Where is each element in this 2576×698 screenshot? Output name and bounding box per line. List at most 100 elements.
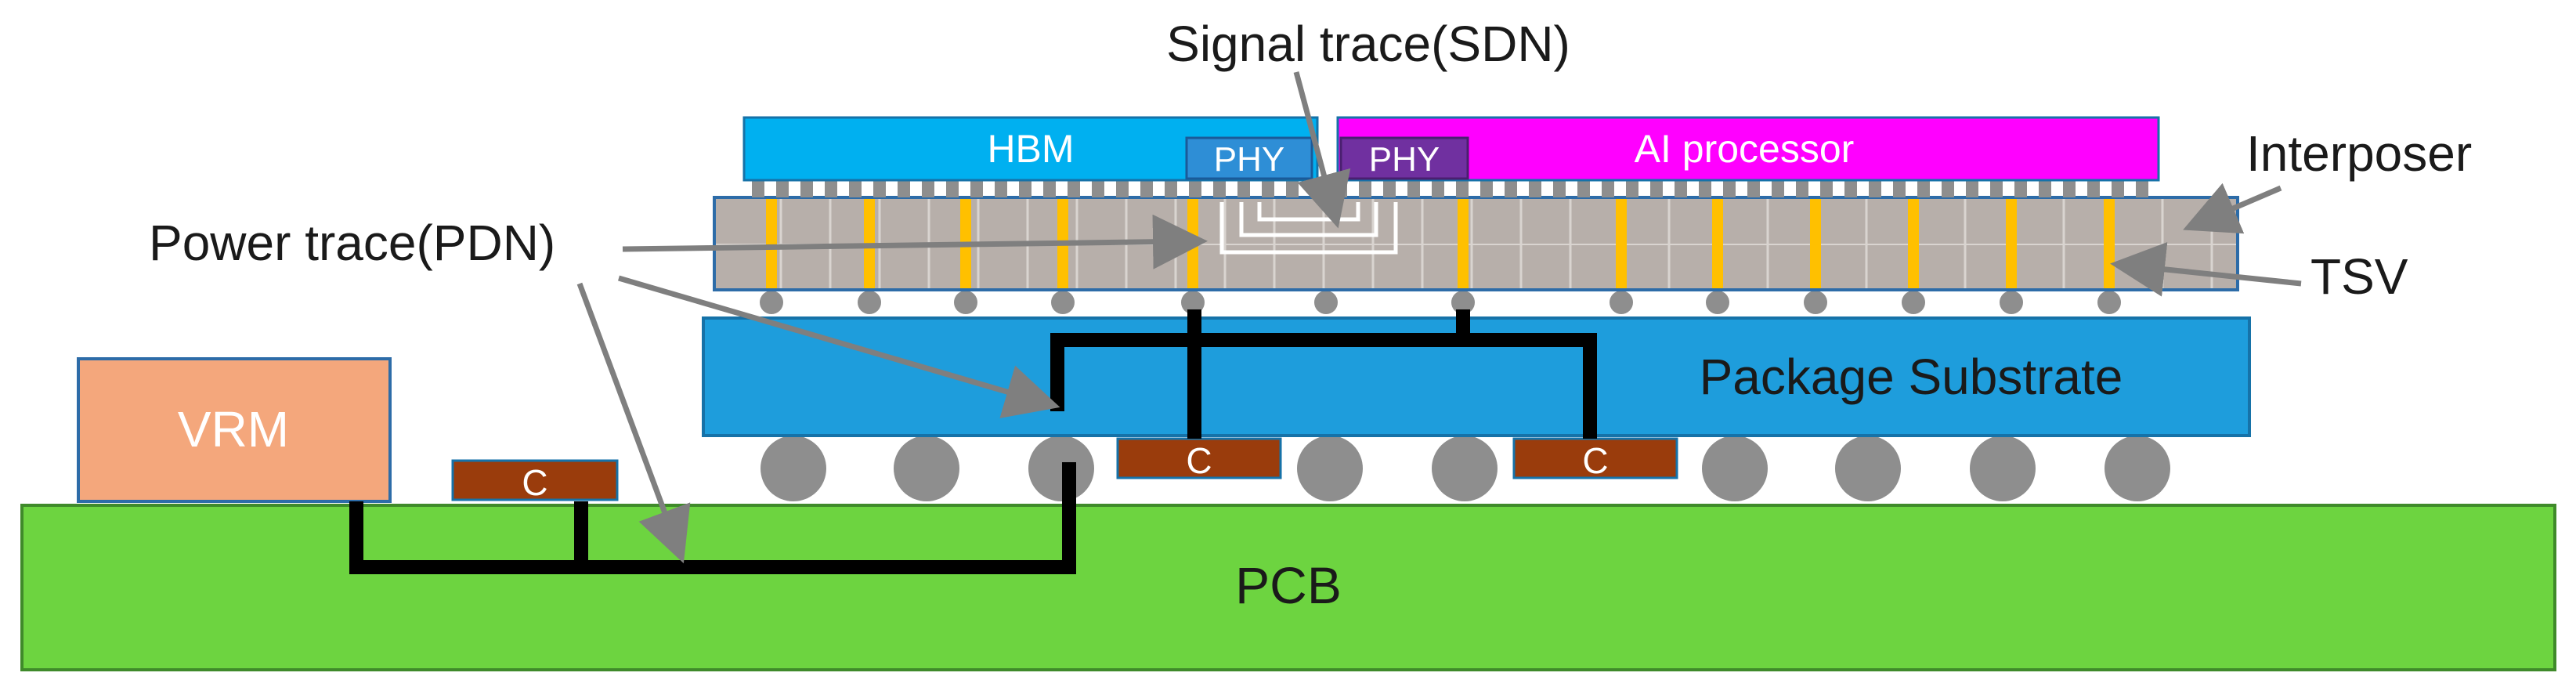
phy-ai [1339, 136, 1469, 180]
arrow-power-trace-interposer [622, 214, 1208, 269]
micro-bump [970, 180, 983, 197]
micro-bump [1359, 180, 1371, 197]
phy-hbm [1185, 136, 1313, 180]
micro-bump [1966, 180, 1978, 197]
micro-bump [1917, 180, 1930, 197]
micro-bump [1602, 180, 1614, 197]
micro-bump [1553, 180, 1566, 197]
micro-bump [1650, 180, 1663, 197]
c4-bump [2000, 291, 2023, 314]
arrow-tsv [2110, 242, 2302, 297]
micro-bump [1213, 180, 1226, 197]
solder-ball [894, 436, 959, 501]
tsv [2104, 199, 2115, 288]
micro-bump [1140, 180, 1153, 197]
micro-bump [1844, 180, 1857, 197]
arrow-signal-trace [1293, 71, 1351, 229]
solder-balls [761, 436, 2170, 501]
micro-bump [1043, 180, 1056, 197]
micro-bump [1383, 180, 1396, 197]
arrow-power-trace-substrate [618, 275, 1060, 418]
micro-bump [1577, 180, 1590, 197]
micro-bump [1310, 180, 1323, 197]
micro-bump [922, 180, 934, 197]
micro-bump [1019, 180, 1031, 197]
c4-bump [2097, 291, 2121, 314]
c4-bump [1314, 291, 1338, 314]
micro-bump [849, 180, 862, 197]
micro-bump [2014, 180, 2027, 197]
solder-ball [1970, 436, 2036, 501]
micro-bump [1456, 180, 1469, 197]
power-trace-label: Power trace(PDN) [149, 215, 555, 271]
micro-bump [1262, 180, 1274, 197]
capacitor-substrate-2 [1512, 437, 1678, 479]
micro-bump [1990, 180, 2003, 197]
micro-bump [1068, 180, 1080, 197]
micro-bump [800, 180, 813, 197]
micro-bump [1092, 180, 1104, 197]
c4-bump [1181, 291, 1205, 314]
capacitor-substrate-1-label: C [1186, 440, 1212, 481]
interposer-label: Interposer [2246, 125, 2472, 182]
c4-bumps [760, 291, 2121, 314]
micro-bump [2136, 180, 2148, 197]
tsv-label: TSV [2310, 248, 2408, 305]
solder-ball [1297, 436, 1363, 501]
arrow-interposer [2183, 183, 2282, 234]
micro-bump [1165, 180, 1177, 197]
vrm-label: VRM [178, 401, 289, 457]
micro-bump [898, 180, 910, 197]
micro-bump [873, 180, 886, 197]
micro-bump [1723, 180, 1736, 197]
callout-arrows [576, 71, 2302, 564]
pcb [20, 504, 2556, 671]
micro-bump [1747, 180, 1760, 197]
tsv [1712, 199, 1723, 288]
micro-bump [1626, 180, 1638, 197]
tsv [766, 199, 777, 288]
phy-hbm-label: PHY [1214, 140, 1284, 179]
micro-bump [1820, 180, 1833, 197]
c4-bump [1451, 291, 1475, 314]
c4-bump [1804, 291, 1827, 314]
micro-bump [2087, 180, 2100, 197]
solder-ball [1835, 436, 1901, 501]
hbm-label: HBM [987, 127, 1074, 171]
capacitor-pcb-label: C [522, 462, 547, 503]
micro-bump [1699, 180, 1711, 197]
solder-ball [1028, 436, 1094, 501]
micro-bump [1942, 180, 1954, 197]
c4-bump [1902, 291, 1925, 314]
micro-bump [2039, 180, 2051, 197]
c4-bump [760, 291, 783, 314]
micro-bump [1893, 180, 1906, 197]
c4-bump [954, 291, 977, 314]
solder-ball [1702, 436, 1768, 501]
micro-bump [2112, 180, 2124, 197]
c4-bump [858, 291, 881, 314]
micro-bump [1796, 180, 1808, 197]
tsv [1458, 199, 1469, 288]
capacitor-substrate-2-label: C [1582, 440, 1608, 481]
solder-ball [761, 436, 826, 501]
micro-bump [825, 180, 837, 197]
phy-ai-label: PHY [1369, 140, 1440, 179]
micro-bump [2063, 180, 2076, 197]
micro-bump [776, 180, 789, 197]
tsv [1616, 199, 1627, 288]
micro-bump [1772, 180, 1784, 197]
micro-bump [1237, 180, 1250, 197]
c4-bump [1610, 291, 1633, 314]
pcb-label: PCB [1235, 556, 1342, 614]
signal-trace-label: Signal trace(SDN) [1166, 16, 1570, 72]
micro-bump [1335, 180, 1347, 197]
micro-bumps [752, 180, 2148, 197]
micro-bump [1675, 180, 1687, 197]
micro-bump [995, 180, 1007, 197]
micro-bump [1480, 180, 1493, 197]
micro-bump [946, 180, 959, 197]
micro-bump [1505, 180, 1517, 197]
c4-bump [1706, 291, 1729, 314]
